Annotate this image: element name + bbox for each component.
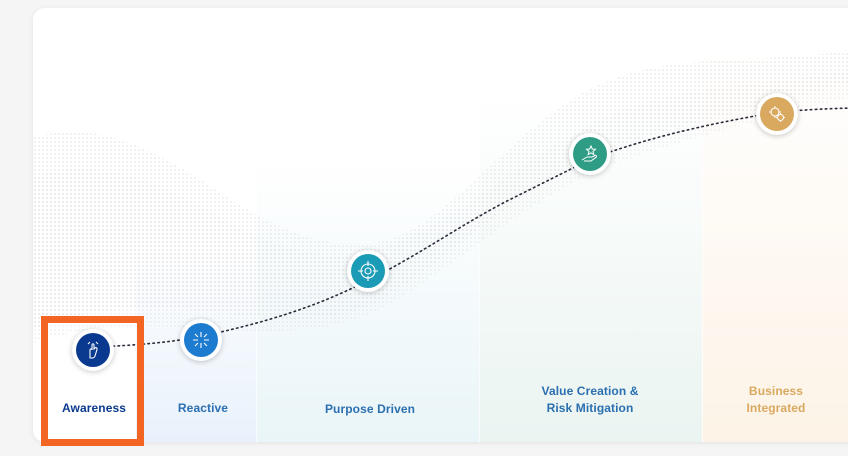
selected-stage-highlight	[41, 316, 144, 446]
gears-icon	[760, 97, 794, 131]
arrows-expand-icon	[184, 323, 218, 357]
stage-label-business-integrated[interactable]: Business Integrated	[746, 384, 806, 415]
stage-node-value-creation[interactable]	[569, 133, 611, 175]
stage-label-reactive[interactable]: Reactive	[177, 401, 229, 415]
stage-label-value-creation[interactable]: Value Creation & Risk Mitigation	[541, 384, 639, 415]
stage-node-reactive[interactable]	[180, 319, 222, 361]
stage-label-purpose-driven[interactable]: Purpose Driven	[324, 402, 416, 416]
target-icon	[351, 254, 385, 288]
band-divider	[702, 8, 703, 442]
stage-node-awareness[interactable]	[72, 329, 114, 371]
star-hand-icon	[573, 137, 607, 171]
maturity-card	[33, 8, 848, 442]
stage-label-awareness[interactable]: Awareness	[61, 401, 127, 415]
hand-gesture-icon	[76, 333, 110, 367]
wave-background	[33, 50, 848, 349]
stage-node-business-integrated[interactable]	[756, 93, 798, 135]
stage-node-purpose-driven[interactable]	[347, 250, 389, 292]
